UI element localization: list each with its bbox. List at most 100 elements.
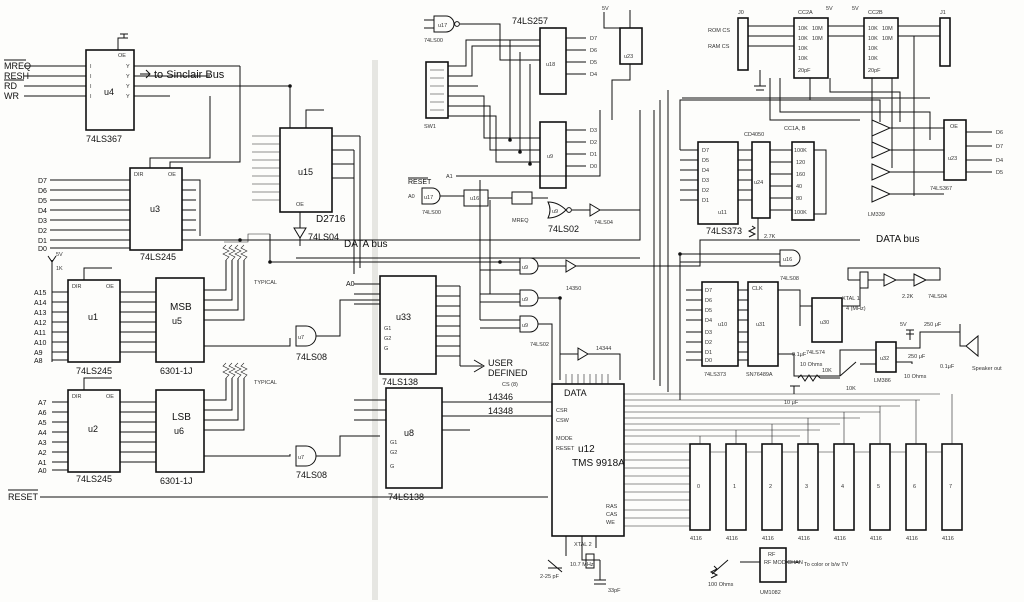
chip-u33-id: u33 xyxy=(396,312,411,322)
svg-text:A12: A12 xyxy=(34,320,47,327)
svg-text:OE: OE xyxy=(118,53,126,59)
volume-pot xyxy=(839,361,857,377)
svg-text:u17: u17 xyxy=(424,195,433,201)
gate-u28-label: 74LS04 xyxy=(928,294,947,300)
chip-cc2a: CC2A 10K 10K 10K 10K 20pF 10M 10M xyxy=(793,10,829,79)
svg-text:u16: u16 xyxy=(783,257,792,263)
chip-u1-part: 74LS245 xyxy=(76,366,112,376)
chip-u33: u33 74LS138 G1 G2 G xyxy=(379,275,437,387)
label-data-bus-left: DATA bus xyxy=(344,239,388,250)
dram-2: 2 4116 xyxy=(761,443,783,542)
svg-text:10K: 10K xyxy=(798,26,808,32)
signal-mreq-small: MREQ xyxy=(512,218,529,224)
signal-mreq: MREQ xyxy=(4,61,31,71)
svg-text:D7: D7 xyxy=(705,288,712,294)
svg-text:A9: A9 xyxy=(34,350,43,357)
svg-text:OE: OE xyxy=(296,202,304,208)
svg-text:OE: OE xyxy=(106,394,114,400)
svg-text:A2: A2 xyxy=(38,450,47,457)
chip-u30: u30 74LS74 xyxy=(806,297,843,356)
chip-u4-part: 74LS367 xyxy=(86,134,122,144)
svg-text:A10: A10 xyxy=(34,340,47,347)
svg-text:D3: D3 xyxy=(38,218,47,225)
chip-u1-body xyxy=(67,279,121,363)
chip-u33-part: 74LS138 xyxy=(382,377,418,387)
svg-text:1K: 1K xyxy=(56,266,63,272)
svg-text:J1: J1 xyxy=(940,10,946,16)
svg-text:D6: D6 xyxy=(705,298,712,304)
chip-u11-id: u11 xyxy=(718,210,727,216)
svg-text:5: 5 xyxy=(877,484,880,490)
crystal-xtal2 xyxy=(585,553,595,569)
svg-text:G1: G1 xyxy=(390,440,397,446)
svg-text:G: G xyxy=(390,464,394,470)
label-user-2: DEFINED xyxy=(488,368,528,378)
svg-text:A13: A13 xyxy=(34,310,47,317)
svg-text:100K: 100K xyxy=(794,148,807,154)
svg-text:D0: D0 xyxy=(38,246,47,253)
label-cap-33p: 33pF xyxy=(608,588,621,594)
chip-u31: u31 SN76489A CLK xyxy=(746,281,779,378)
svg-text:250 μF: 250 μF xyxy=(908,354,926,360)
gate-u17b: u17 74LS00 xyxy=(421,187,441,216)
svg-text:5V: 5V xyxy=(56,252,63,258)
svg-text:A4: A4 xyxy=(38,430,47,437)
svg-text:Y: Y xyxy=(126,84,130,90)
chip-u15-part: D2716 xyxy=(316,214,346,225)
svg-text:SW1: SW1 xyxy=(424,124,436,130)
chip-u6-body xyxy=(155,389,205,473)
overbars-mreq-resh xyxy=(4,59,26,81)
net-14346: 14346 xyxy=(488,392,513,402)
svg-text:D1: D1 xyxy=(705,350,712,356)
svg-text:CC1A, B: CC1A, B xyxy=(784,126,806,132)
chip-cc2b: CC2B 10K 10K 10K 10K 20pF 10M 10M xyxy=(863,10,899,79)
svg-text:D7: D7 xyxy=(996,144,1003,150)
chip-u11: u11 74LS373 D7 D5 D4 D3 D2 D1 xyxy=(697,141,742,236)
chip-u2: u2 74LS245 DIR OE xyxy=(67,389,121,484)
label-xtal2: XTAL 2 xyxy=(574,542,592,548)
chip-u33-body xyxy=(379,275,437,375)
svg-text:2: 2 xyxy=(769,484,772,490)
chip-u30-id: u30 xyxy=(820,320,829,326)
signal-reset-left: RESET xyxy=(8,492,39,502)
svg-text:D6: D6 xyxy=(38,188,47,195)
label-typical-1: TYPICAL xyxy=(254,280,277,286)
svg-text:CAS: CAS xyxy=(606,512,618,518)
svg-text:10K: 10K xyxy=(846,386,856,392)
chip-u6-label: LSB xyxy=(172,412,191,423)
arrow-to-sinclair xyxy=(140,69,151,79)
rf-modulator: RF RF MOD CHAN UM1082 xyxy=(759,547,803,596)
svg-text:D4: D4 xyxy=(705,318,712,324)
chip-u15-id: u15 xyxy=(298,167,313,177)
svg-text:G1: G1 xyxy=(384,326,391,332)
chip-u31-id: u31 xyxy=(756,322,765,328)
chip-u1: u1 74LS245 DIR OE xyxy=(67,279,121,376)
chip-u5-id: u5 xyxy=(172,316,182,326)
svg-text:D2: D2 xyxy=(702,188,709,194)
svg-text:WE: WE xyxy=(606,520,615,526)
chip-u4-body xyxy=(85,49,135,131)
gate-14350-label: 14350 xyxy=(566,286,581,292)
svg-text:10 μF: 10 μF xyxy=(784,400,799,406)
chip-u8-id: u8 xyxy=(404,428,414,438)
svg-text:2-25 pF: 2-25 pF xyxy=(540,574,560,580)
svg-text:D3: D3 xyxy=(702,178,709,184)
svg-text:G2: G2 xyxy=(390,450,397,456)
svg-text:u7: u7 xyxy=(298,335,304,341)
chip-u9-body xyxy=(539,121,567,189)
label-ohms-10: 10 Ohms xyxy=(904,374,927,380)
svg-text:10K: 10K xyxy=(798,36,808,42)
svg-text:7: 7 xyxy=(949,484,952,490)
svg-text:D2: D2 xyxy=(38,228,47,235)
signal-reset-in: RESET xyxy=(408,179,432,186)
svg-text:OE: OE xyxy=(168,172,176,178)
gate-u22-label: 74LS04 xyxy=(308,232,339,242)
chip-u18: u18 74LS257 xyxy=(512,16,567,95)
chip-u2-body xyxy=(67,389,121,473)
svg-text:D1: D1 xyxy=(38,238,47,245)
gate-u7a: u7 74LS08 xyxy=(295,325,327,362)
chip-u5-label: MSB xyxy=(170,302,192,313)
gate-u7b: u7 74LS08 xyxy=(295,445,327,480)
